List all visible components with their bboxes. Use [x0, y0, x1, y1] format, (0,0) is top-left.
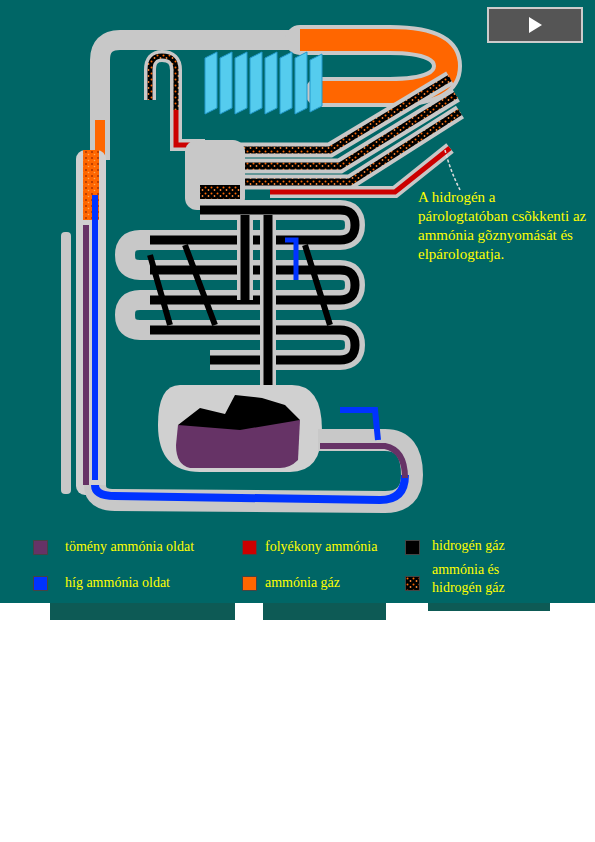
leader-line	[445, 150, 460, 190]
legend-swatch	[242, 576, 257, 591]
strip	[263, 603, 386, 620]
legend-text: hidrogén gáz	[432, 537, 572, 555]
play-button	[488, 8, 582, 42]
weak-solution	[92, 195, 98, 480]
thin-tube	[61, 232, 71, 494]
legend-text: tömény ammónia oldat	[65, 538, 235, 556]
callout-text: A hidrogén a párologtatóban csõkkenti az…	[418, 188, 588, 264]
legend-text: folyékony ammónia	[265, 538, 405, 556]
weak-solution	[340, 410, 378, 440]
liquid-pipe	[176, 110, 205, 145]
speckle-sample	[406, 577, 419, 590]
absorber-vessel	[158, 385, 322, 472]
legend-swatch	[33, 540, 48, 555]
strong-solution	[83, 225, 89, 485]
legend-swatch	[405, 540, 420, 555]
weak-solution	[285, 240, 296, 280]
vertical-pipe	[245, 215, 268, 400]
hydrogen-flow	[245, 215, 268, 400]
strip	[428, 603, 550, 611]
strong-solution	[320, 446, 405, 478]
generator-column	[76, 150, 106, 495]
hairpin	[150, 56, 176, 110]
legend-swatch	[405, 576, 420, 591]
background	[0, 0, 595, 603]
cooling-fins	[205, 52, 322, 114]
hydrogen-gas	[178, 395, 300, 430]
weak-solution	[95, 475, 405, 500]
legend-swatch	[33, 576, 48, 591]
return-pipe	[95, 440, 412, 502]
legend-text: ammónia és hidrogén gáz	[432, 561, 532, 597]
liquid-ammonia	[176, 110, 205, 145]
legend-swatch	[242, 540, 257, 555]
legend-text: híg ammónia oldat	[65, 574, 235, 592]
legend-text: ammónia gáz	[265, 574, 405, 592]
hairpin-gas	[150, 56, 176, 110]
strip	[50, 603, 235, 620]
